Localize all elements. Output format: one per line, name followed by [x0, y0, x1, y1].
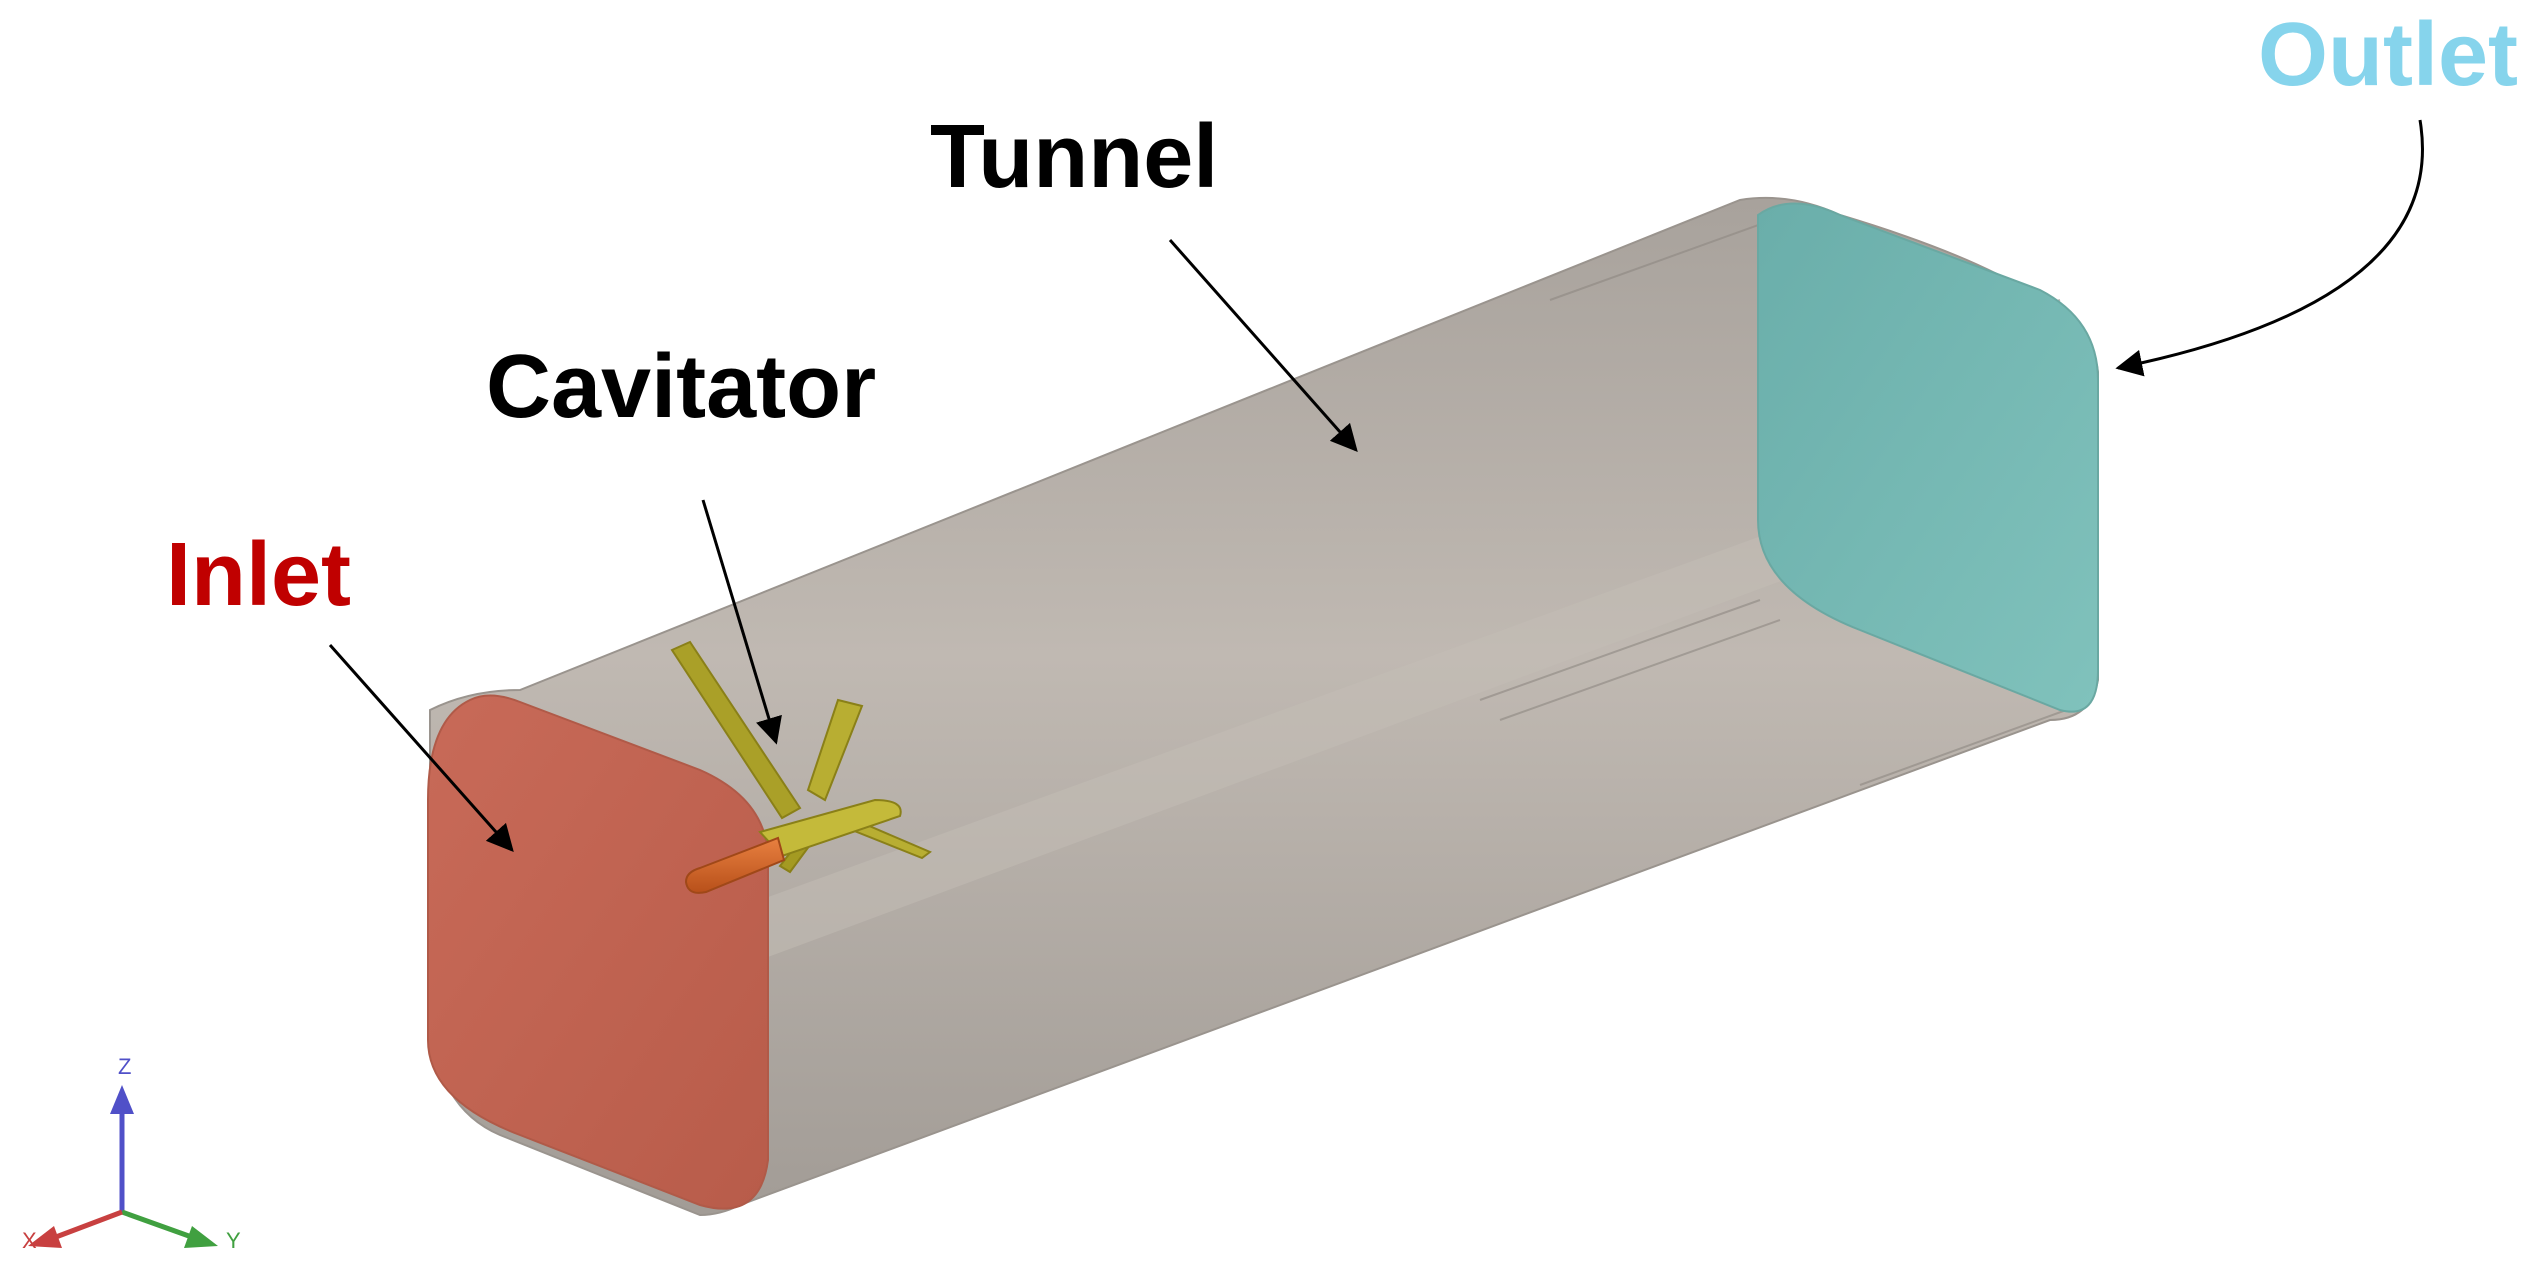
- z-axis-label: Z: [118, 1054, 132, 1079]
- x-axis-line: [47, 1209, 123, 1243]
- axis-triad: [28, 1085, 218, 1248]
- outlet-label: Outlet: [2258, 5, 2518, 105]
- tunnel-label: Tunnel: [930, 107, 1219, 207]
- cavitator-fin-upper-right: [806, 698, 864, 802]
- cavitator-body: [758, 798, 902, 858]
- outlet-arrow: [2115, 119, 2424, 377]
- outlet-face: [1757, 202, 2099, 713]
- tunnel-arrow: [1168, 239, 1358, 453]
- inlet-arrow: [328, 644, 514, 853]
- y-axis-line: [121, 1209, 201, 1243]
- x-axis-label: X: [22, 1228, 37, 1253]
- cavitator: [670, 640, 932, 894]
- x-axis-arrowhead: [28, 1226, 62, 1248]
- y-axis-arrowhead: [184, 1226, 218, 1248]
- cavitator-fin-upper-left: [670, 640, 802, 820]
- cavitator-label: Cavitator: [486, 337, 877, 437]
- annotation-arrows: [328, 119, 2424, 853]
- inlet-label: Inlet: [166, 525, 352, 625]
- y-axis-label: Y: [226, 1228, 241, 1253]
- z-axis-arrowhead: [110, 1085, 134, 1114]
- cavitator-arrow: [701, 499, 782, 745]
- tunnel-highlight: [760, 420, 2080, 960]
- cavitator-rod: [684, 836, 786, 894]
